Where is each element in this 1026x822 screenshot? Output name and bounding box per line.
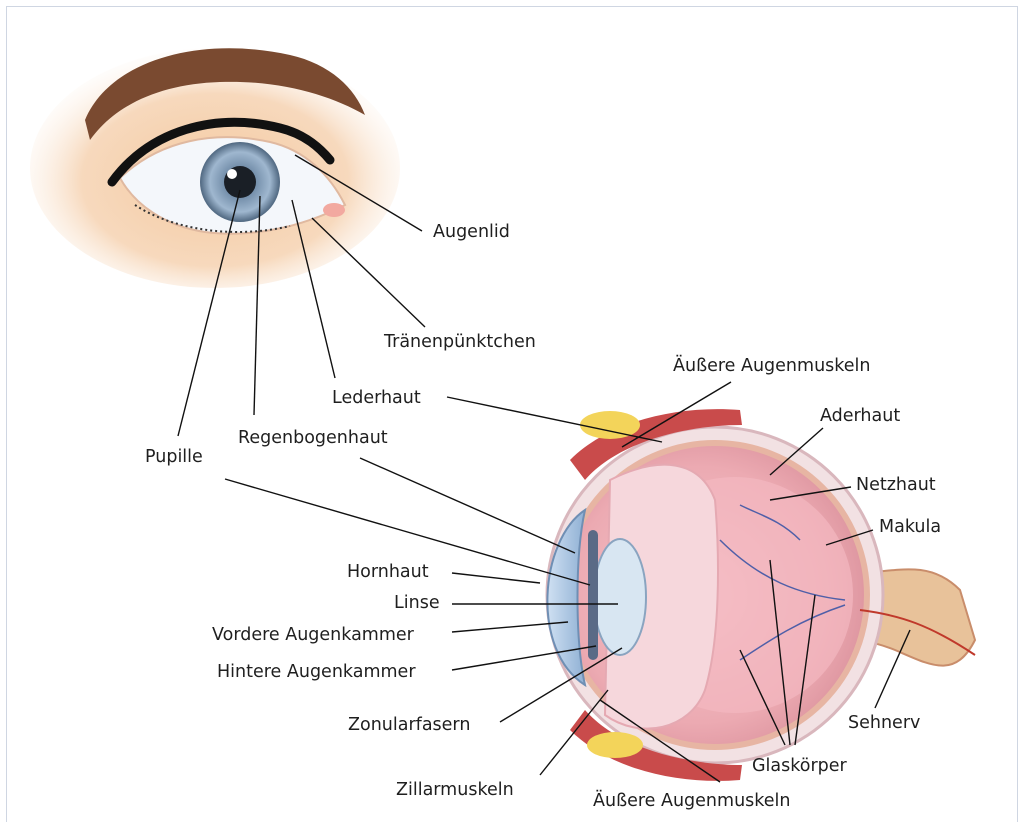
label-lederhaut: Lederhaut <box>332 388 421 408</box>
label-zonularfasern: Zonularfasern <box>348 715 470 735</box>
label-pupille: Pupille <box>145 447 203 467</box>
label-vordere-augenkammer: Vordere Augenkammer <box>212 625 415 645</box>
leader-hornhaut <box>452 573 540 583</box>
external-eye-illustration <box>30 48 400 288</box>
label-hintere-augenkammer: Hintere Augenkammer <box>217 662 416 682</box>
label-regenbogenhaut: Regenbogenhaut <box>238 428 388 448</box>
label-sehnerv: Sehnerv <box>848 713 920 733</box>
tear-duct <box>323 203 345 217</box>
label-glaskoerper: Glaskörper <box>752 756 848 776</box>
label-augenlid: Augenlid <box>433 222 510 242</box>
label-netzhaut: Netzhaut <box>856 475 936 495</box>
label-aeussere-augenmuskeln-bottom: Äußere Augenmuskeln <box>593 790 791 811</box>
label-traenenpuenktchen: Tränenpünktchen <box>383 332 536 352</box>
lens <box>594 539 646 655</box>
label-hornhaut: Hornhaut <box>347 562 429 582</box>
label-zillarmuskeln: Zillarmuskeln <box>396 780 514 800</box>
label-linse: Linse <box>394 593 440 613</box>
leader-regenbogenhaut-cross <box>360 458 575 553</box>
label-makula: Makula <box>879 517 941 537</box>
fat-tissue-bottom <box>587 732 643 758</box>
pupil-highlight <box>227 169 237 179</box>
label-aderhaut: Aderhaut <box>820 406 900 426</box>
label-aeussere-augenmuskeln-top: Äußere Augenmuskeln <box>673 355 871 376</box>
iris-section <box>588 530 598 660</box>
